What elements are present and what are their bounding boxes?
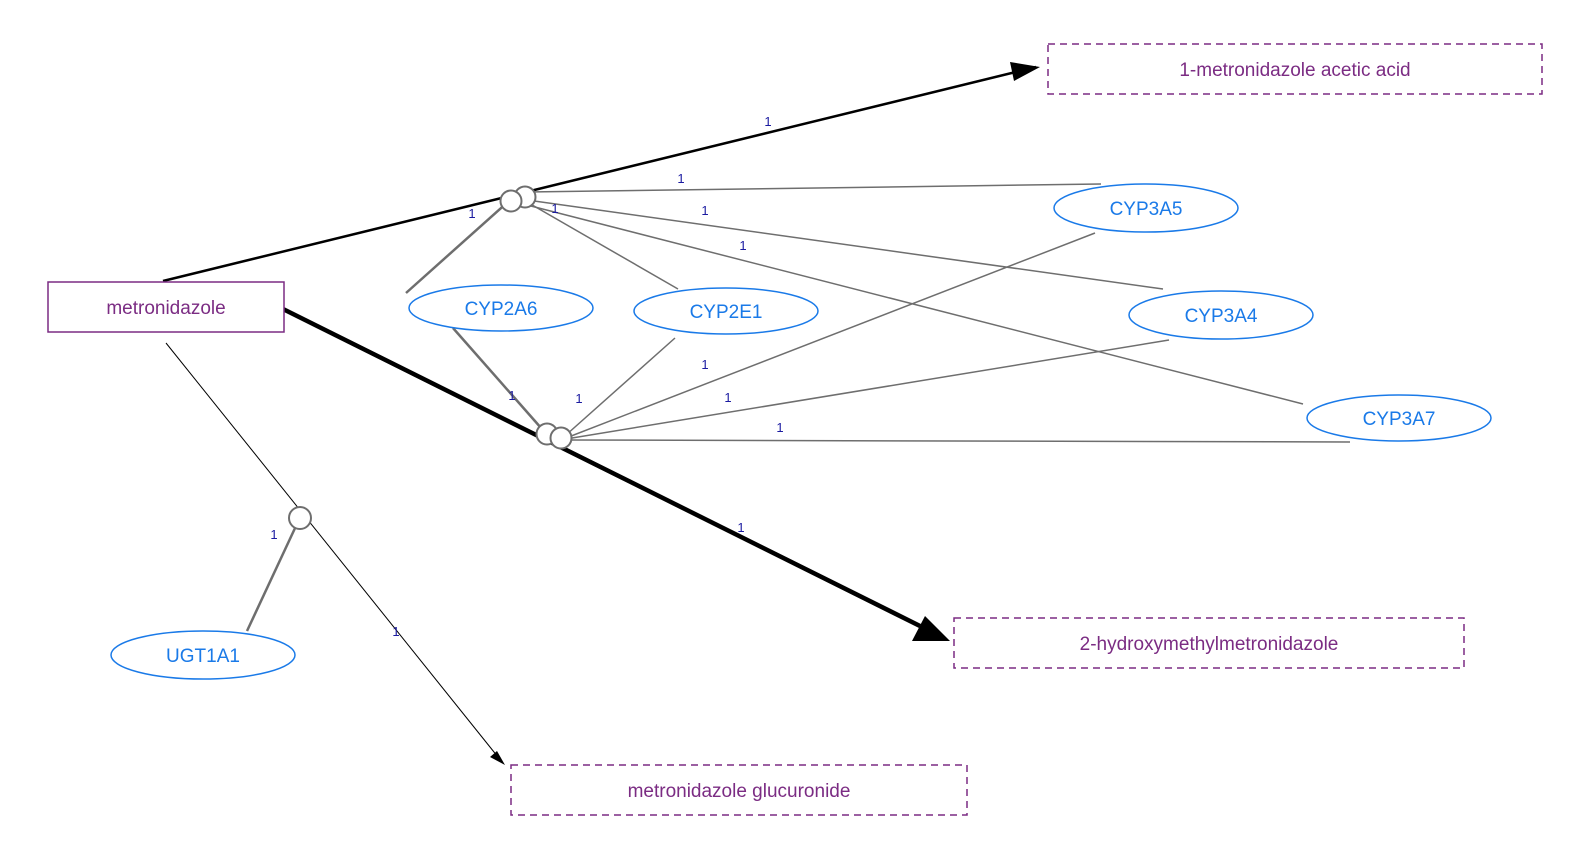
reaction-node-acetic-b[interactable]	[499, 189, 523, 213]
edge-label-cyp3a7-acetic: 1	[739, 238, 746, 253]
enzyme-node-cyp3a7[interactable]: CYP3A7	[1306, 394, 1492, 442]
edge-label-cyp2a6-acetic: 1	[468, 206, 475, 221]
product-node-acetic-acid[interactable]: 1-metronidazole acetic acid	[1047, 43, 1543, 95]
reaction-edge-acetic	[162, 65, 1037, 283]
edge-label-acetic: 1	[764, 114, 771, 129]
edge-label-cyp2a6-hydroxy: 1	[508, 388, 515, 403]
arrowhead-acetic	[1010, 62, 1040, 81]
catalysis-line-cyp3a4-acetic	[526, 199, 1164, 290]
catalysis-line-cyp3a4-hydroxy	[565, 339, 1170, 440]
reaction-edge-glucuronide	[165, 342, 499, 758]
enzyme-label-ugt1a1: UGT1A1	[166, 646, 240, 667]
edge-label-cyp2e1-acetic: 1	[551, 201, 558, 216]
enzyme-label-cyp3a7: CYP3A7	[1363, 409, 1436, 430]
enzyme-node-cyp2a6[interactable]: CYP2A6	[408, 284, 594, 332]
product-node-hydroxymethyl[interactable]: 2-hydroxymethylmetronidazole	[953, 617, 1465, 669]
arrowhead-glucuronide	[490, 751, 505, 765]
product-node-glucuronide[interactable]: metronidazole glucuronide	[510, 764, 968, 816]
edge-label-cyp2e1-hydroxy: 1	[575, 391, 582, 406]
substrate-node-metronidazole[interactable]: metronidazole	[47, 281, 285, 333]
edge-label-cyp3a7-hydroxy: 1	[776, 420, 783, 435]
catalysis-line-cyp3a5-acetic	[526, 183, 1102, 193]
reaction-node-hydroxy-b[interactable]	[549, 426, 573, 450]
enzyme-label-cyp3a4: CYP3A4	[1185, 306, 1258, 327]
catalysis-line-cyp2e1-hydroxy	[565, 337, 676, 436]
enzyme-label-cyp2e1: CYP2E1	[690, 302, 763, 323]
product-label-acetic-acid: 1-metronidazole acetic acid	[1179, 60, 1410, 81]
edge-label-glucuronide: 1	[392, 624, 399, 639]
catalysis-line-cyp2a6-acetic	[405, 199, 511, 294]
enzyme-node-cyp3a5[interactable]: CYP3A5	[1053, 183, 1239, 233]
edge-label-cyp3a5-hydroxy: 1	[701, 357, 708, 372]
edge-label-cyp3a4-acetic: 1	[701, 203, 708, 218]
catalysis-line-cyp2a6-hydroxy	[452, 327, 550, 438]
edge-label-ugt1a1-glucuronide: 1	[270, 527, 277, 542]
reaction-edge-hydroxy	[281, 306, 922, 629]
enzyme-label-cyp2a6: CYP2A6	[465, 299, 538, 320]
catalysis-line-cyp3a7-acetic	[526, 204, 1304, 405]
catalysis-line-cyp3a7-hydroxy	[565, 439, 1351, 443]
reaction-node-glucuronide[interactable]	[288, 506, 312, 530]
catalysis-line-ugt1a1-glucuronide	[245, 525, 298, 632]
catalysis-line-cyp2e1-acetic	[526, 201, 679, 290]
edge-label-hydroxy: 1	[737, 520, 744, 535]
product-label-hydroxymethyl: 2-hydroxymethylmetronidazole	[1080, 634, 1339, 655]
product-label-glucuronide: metronidazole glucuronide	[628, 781, 851, 802]
enzyme-label-cyp3a5: CYP3A5	[1110, 199, 1183, 220]
catalysis-line-cyp3a5-hydroxy	[565, 232, 1096, 439]
enzyme-node-cyp2e1[interactable]: CYP2E1	[633, 287, 819, 335]
substrate-label: metronidazole	[106, 298, 225, 319]
enzyme-node-ugt1a1[interactable]: UGT1A1	[110, 630, 296, 680]
edge-label-cyp3a5-acetic: 1	[677, 171, 684, 186]
edge-label-cyp3a4-hydroxy: 1	[724, 390, 731, 405]
arrowhead-hydroxy	[912, 616, 950, 641]
enzyme-node-cyp3a4[interactable]: CYP3A4	[1128, 290, 1314, 340]
